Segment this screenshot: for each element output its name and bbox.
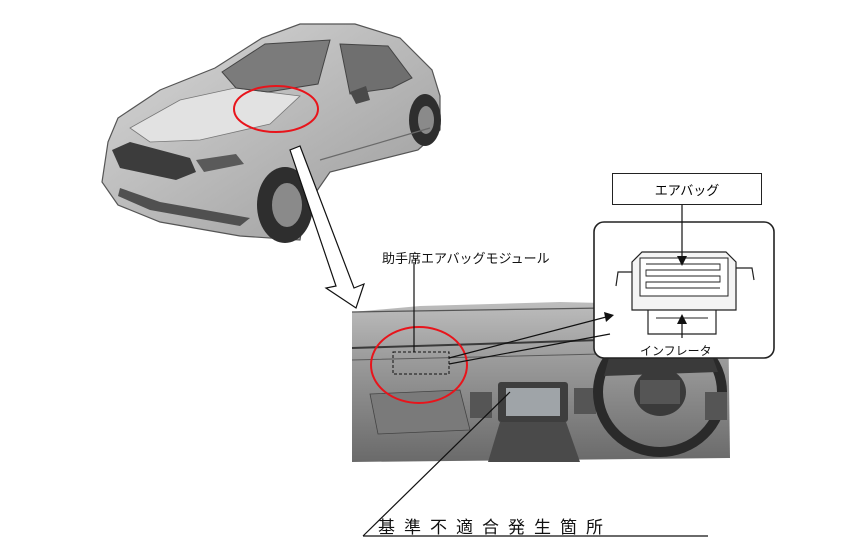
airbag-label: エアバッグ [655,180,719,199]
car-illustration [102,24,441,243]
airbag-label-box: エアバッグ [612,173,762,205]
airbag-detail-callout [594,222,774,358]
nonconformity-label: 基準不適合発生箇所 [378,513,612,538]
airbag-module-label: 助手席エアバッグモジュール [382,248,550,267]
inflator-label: インフレータ [640,342,712,359]
